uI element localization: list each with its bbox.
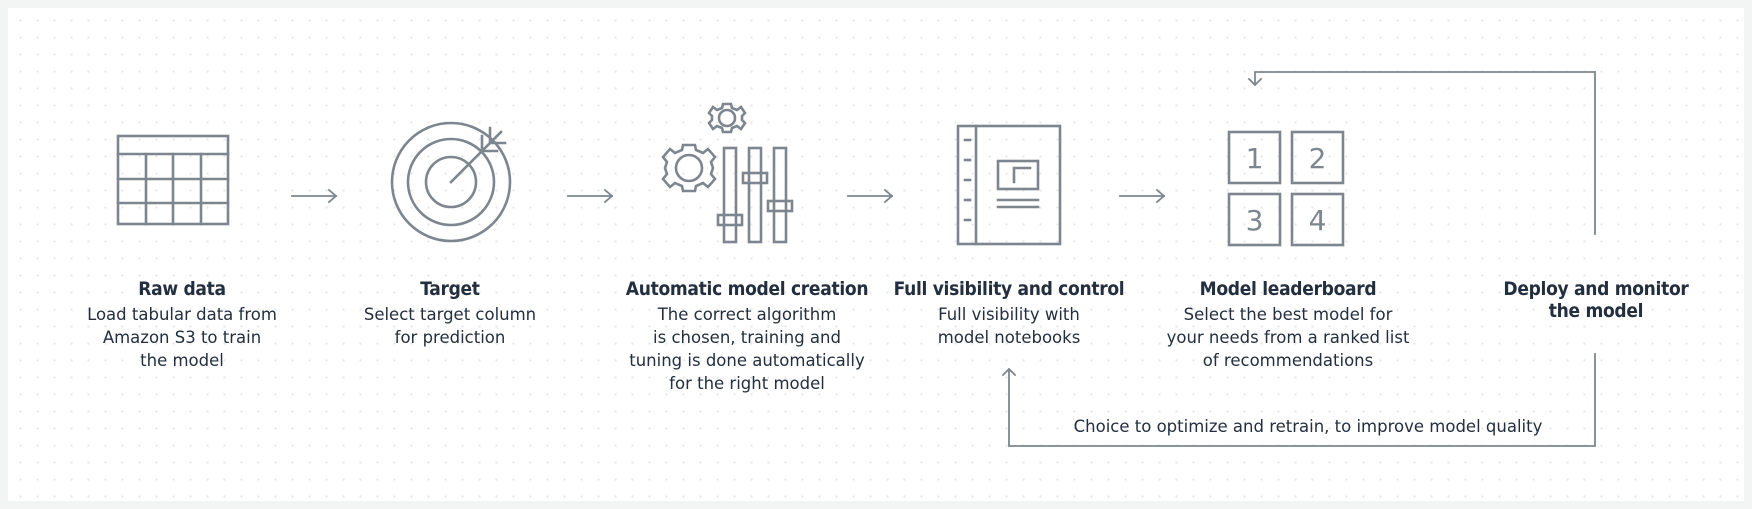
step-title: Model leaderboard xyxy=(1199,278,1377,300)
arrow-icon xyxy=(847,188,894,204)
step-target: Target Select target column for predicti… xyxy=(330,278,570,349)
table-icon xyxy=(116,134,230,226)
leaderboard-number-4: 4 xyxy=(1309,204,1327,237)
step-title: Full visibility and control xyxy=(893,278,1125,300)
leaderboard-number-2: 2 xyxy=(1309,142,1327,175)
step-raw-data: Raw data Load tabular data from Amazon S… xyxy=(62,278,302,372)
arrow-icon xyxy=(1119,188,1166,204)
step-title: Target xyxy=(420,278,480,300)
arrow-icon xyxy=(291,188,338,204)
step-automatic-model-creation: Automatic model creation The correct alg… xyxy=(617,278,877,395)
retrain-loop xyxy=(1001,353,1596,447)
feedback-loop-top xyxy=(1247,71,1596,235)
step-title: Deploy and monitor the model xyxy=(1503,278,1689,322)
diagram-graphics: 1 2 3 4 xyxy=(116,71,1596,447)
retrain-loop-label: Choice to optimize and retrain, to impro… xyxy=(1073,417,1543,436)
step-deploy-monitor: Deploy and monitor the model xyxy=(1476,278,1716,322)
gears-sliders-icon xyxy=(661,102,794,244)
step-description: Select the best model for your needs fro… xyxy=(1166,305,1410,370)
notebook-icon xyxy=(956,124,1062,246)
step-description: Full visibility with model notebooks xyxy=(937,305,1081,347)
step-title: Automatic model creation xyxy=(625,278,869,300)
leaderboard-number-1: 1 xyxy=(1246,142,1264,175)
leaderboard-icon: 1 2 3 4 xyxy=(1227,130,1345,247)
arrow-icon xyxy=(567,188,614,204)
step-description: Select target column for prediction xyxy=(363,305,537,347)
diagram-canvas: 1 2 3 4 Raw data Load tabular data from … xyxy=(8,8,1744,501)
step-model-leaderboard: Model leaderboard Select the best model … xyxy=(1158,278,1418,372)
step-description: Load tabular data from Amazon S3 to trai… xyxy=(87,305,277,370)
step-description: The correct algorithm is chosen, trainin… xyxy=(629,305,865,393)
step-title: Raw data xyxy=(138,278,226,300)
target-icon xyxy=(390,121,512,243)
step-full-visibility: Full visibility and control Full visibil… xyxy=(889,278,1129,349)
leaderboard-number-3: 3 xyxy=(1246,204,1264,237)
